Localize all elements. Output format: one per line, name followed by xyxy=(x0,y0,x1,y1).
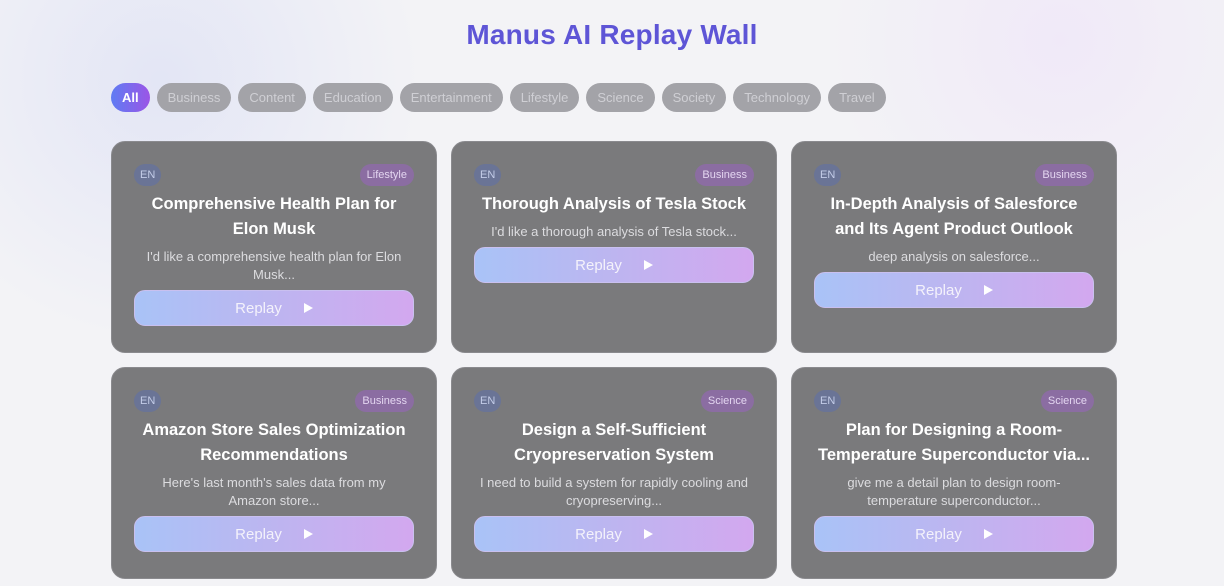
replay-button[interactable]: Replay xyxy=(134,290,414,326)
play-icon xyxy=(983,529,993,539)
card-title: In-Depth Analysis of Salesforce and Its … xyxy=(830,195,1078,238)
replay-button-label: Replay xyxy=(575,525,622,543)
card-description: I need to build a system for rapidly coo… xyxy=(479,475,749,508)
filter-chip-content[interactable]: Content xyxy=(238,83,306,112)
category-badge: Business xyxy=(355,390,414,412)
play-icon xyxy=(303,529,313,539)
category-badge: Business xyxy=(695,164,754,186)
replay-card: EN Business Thorough Analysis of Tesla S… xyxy=(451,141,777,353)
replay-card: EN Science Plan for Designing a Room-Tem… xyxy=(791,367,1117,579)
replay-card: EN Business In-Depth Analysis of Salesfo… xyxy=(791,141,1117,353)
filter-chip-lifestyle[interactable]: Lifestyle xyxy=(509,83,580,112)
filter-chip-education[interactable]: Education xyxy=(312,83,393,112)
card-title: Amazon Store Sales Optimization Recommen… xyxy=(142,421,406,464)
replay-card-grid: EN Lifestyle Comprehensive Health Plan f… xyxy=(111,141,1117,579)
replay-button-label: Replay xyxy=(235,299,282,317)
category-badge: Science xyxy=(1040,390,1094,412)
filter-chip-science[interactable]: Science xyxy=(586,83,655,112)
replay-button-label: Replay xyxy=(915,281,962,299)
card-title: Thorough Analysis of Tesla Stock xyxy=(481,195,747,213)
card-title: Comprehensive Health Plan for Elon Musk xyxy=(151,195,397,238)
replay-button-label: Replay xyxy=(235,525,282,543)
card-description: Here's last month's sales data from my A… xyxy=(162,475,386,508)
filter-chip-entertainment[interactable]: Entertainment xyxy=(399,83,503,112)
play-icon xyxy=(643,260,653,270)
replay-button[interactable]: Replay xyxy=(134,516,414,552)
language-badge: EN xyxy=(814,390,842,412)
card-title: Design a Self-Sufficient Cryopreservatio… xyxy=(514,421,714,464)
category-badge: Science xyxy=(700,390,754,412)
language-badge: EN xyxy=(134,164,162,186)
card-description: deep analysis on salesforce... xyxy=(868,249,1040,264)
replay-card: EN Lifestyle Comprehensive Health Plan f… xyxy=(111,141,437,353)
language-badge: EN xyxy=(134,390,162,412)
replay-button-label: Replay xyxy=(575,256,622,274)
page-title: Manus AI Replay Wall xyxy=(466,19,758,50)
filter-chip-travel[interactable]: Travel xyxy=(828,83,886,112)
replay-button[interactable]: Replay xyxy=(814,272,1094,308)
filter-chip-business[interactable]: Business xyxy=(156,83,232,112)
category-filter-bar: All Business Content Education Entertain… xyxy=(111,83,886,112)
filter-chip-technology[interactable]: Technology xyxy=(733,83,822,112)
replay-button[interactable]: Replay xyxy=(474,247,754,283)
play-icon xyxy=(983,285,993,295)
card-description: I'd like a comprehensive health plan for… xyxy=(146,249,402,282)
play-icon xyxy=(643,529,653,539)
language-badge: EN xyxy=(814,164,842,186)
replay-card: EN Business Amazon Store Sales Optimizat… xyxy=(111,367,437,579)
filter-chip-all[interactable]: All xyxy=(111,83,150,112)
replay-button[interactable]: Replay xyxy=(474,516,754,552)
filter-chip-society[interactable]: Society xyxy=(661,83,727,112)
replay-card: EN Science Design a Self-Sufficient Cryo… xyxy=(451,367,777,579)
play-icon xyxy=(303,303,313,313)
language-badge: EN xyxy=(474,164,502,186)
category-badge: Lifestyle xyxy=(359,164,414,186)
card-title: Plan for Designing a Room-Temperature Su… xyxy=(817,421,1090,464)
replay-button-label: Replay xyxy=(915,525,962,543)
language-badge: EN xyxy=(474,390,502,412)
replay-button[interactable]: Replay xyxy=(814,516,1094,552)
card-description: I'd like a thorough analysis of Tesla st… xyxy=(491,224,737,239)
category-badge: Business xyxy=(1035,164,1094,186)
card-description: give me a detail plan to design room-tem… xyxy=(847,475,1061,508)
